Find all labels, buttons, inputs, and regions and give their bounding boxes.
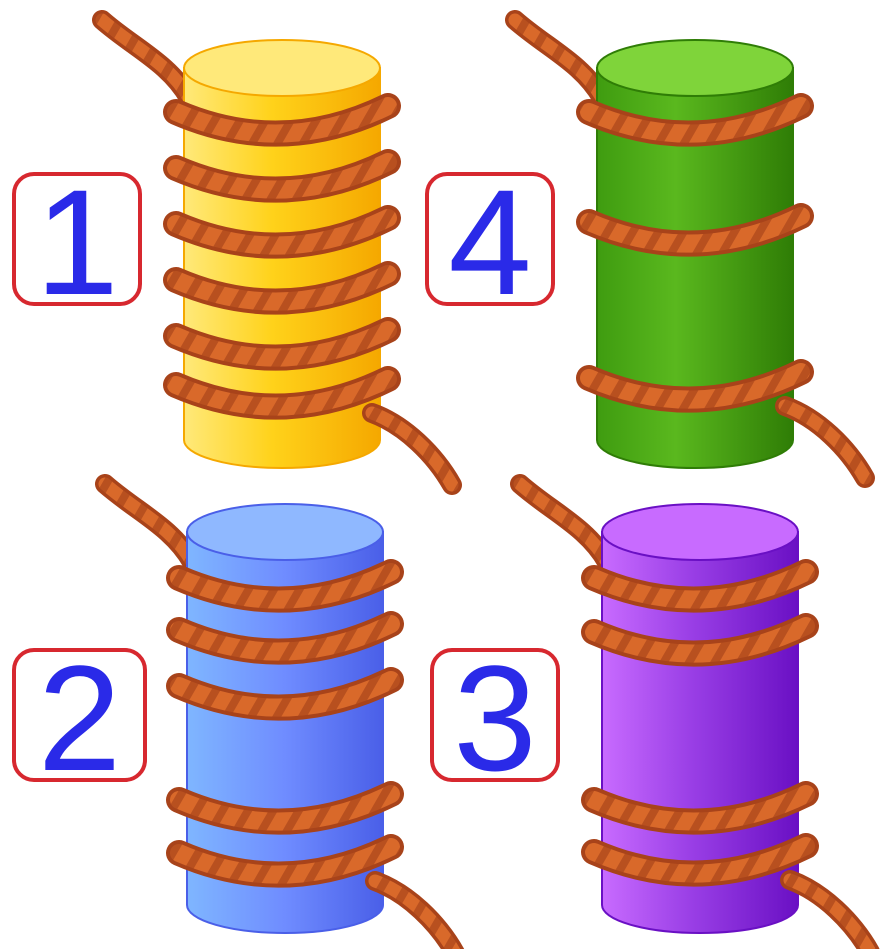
rope-ring-core-green [580, 97, 810, 143]
number-label-3: 3 [430, 643, 560, 793]
rope-tail-top-core-blue [98, 477, 199, 569]
rope-ring-core-purple [585, 617, 815, 663]
cylinder-body-green [596, 67, 794, 469]
cylinder-top-blue [186, 503, 384, 561]
rope-ring-core-purple [585, 837, 815, 883]
rope-tail-bottom-core-blue [368, 874, 461, 949]
rope-tail-bottom-core-green [778, 399, 872, 485]
cylinder-top-green [596, 39, 794, 97]
cylinder-purple [510, 474, 880, 949]
rope-ring-core-green [580, 363, 810, 409]
cylinder-top-purple [601, 503, 799, 561]
cylinder-green [505, 10, 875, 488]
rope-tail-top-core-green [508, 13, 609, 105]
cylinder-yellow [92, 10, 462, 495]
rope-ring-core-green [580, 207, 810, 253]
number-label-4: 4 [425, 167, 555, 317]
rope-tail-bottom-core-yellow [365, 406, 459, 492]
rope-ring-core-blue [170, 838, 400, 884]
rope-ring-core-purple [585, 785, 815, 831]
rope-ring-core-yellow [167, 321, 397, 367]
rope-ring-core-yellow [167, 370, 397, 416]
cylinder-top-yellow [183, 39, 381, 97]
cylinder-blue [95, 474, 465, 949]
rope-ring-core-yellow [167, 265, 397, 311]
rope-ring-core-blue [170, 785, 400, 831]
rope-ring-core-blue [170, 615, 400, 661]
rope-ring-core-yellow [167, 153, 397, 199]
rope-tail-top-core-yellow [95, 13, 196, 105]
number-label-1: 1 [12, 167, 142, 317]
cylinder-body-yellow [183, 67, 381, 469]
rope-tail-bottom-core-purple [783, 873, 876, 949]
cylinder-body-purple [601, 531, 799, 934]
rope-ring-core-blue [170, 671, 400, 717]
rope-ring-core-yellow [167, 97, 397, 143]
rope-ring-core-purple [585, 563, 815, 609]
rope-ring-core-yellow [167, 209, 397, 255]
rope-tail-top-core-purple [513, 477, 614, 569]
number-label-2: 2 [12, 643, 147, 793]
rope-ring-core-blue [170, 563, 400, 609]
